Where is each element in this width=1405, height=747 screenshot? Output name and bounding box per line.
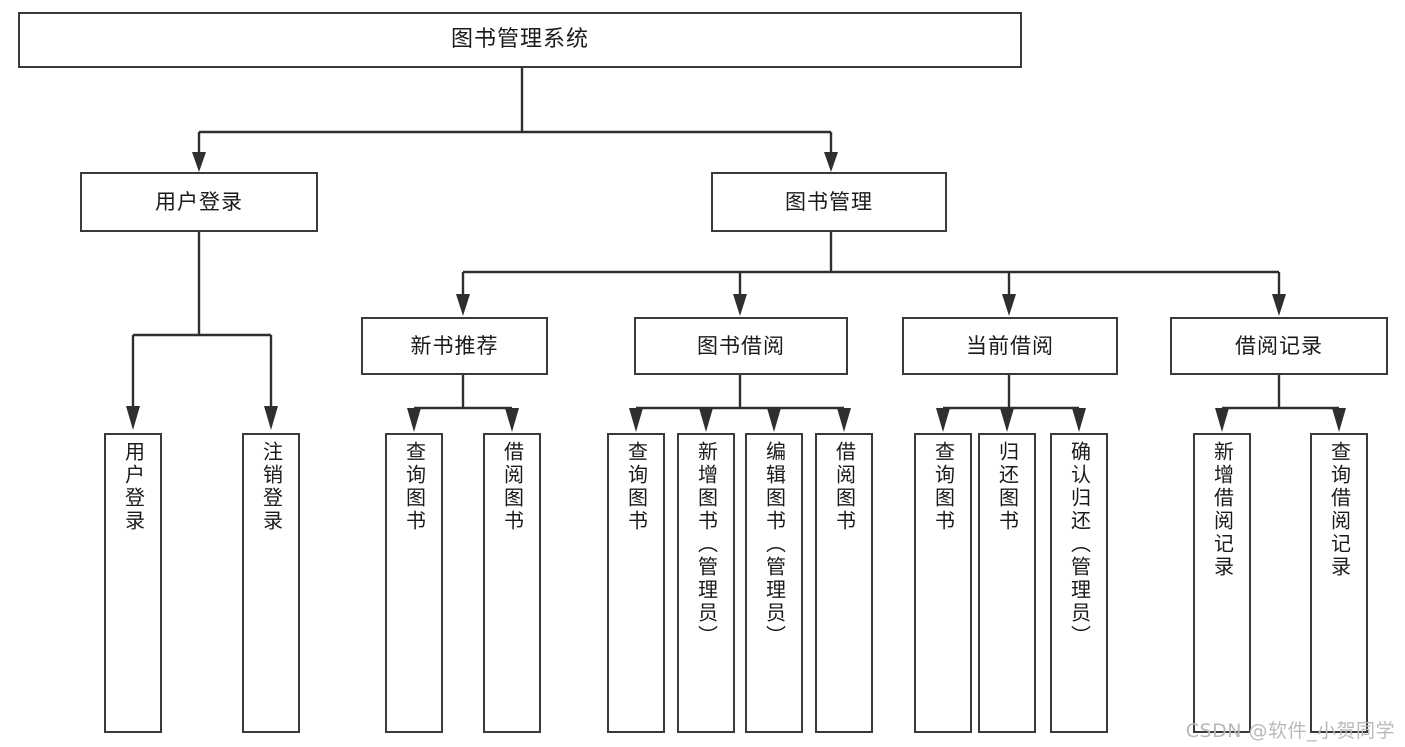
- node-current-borrow-label: 当前借阅: [966, 333, 1054, 358]
- leaf-borrow-record-1[interactable]: 查询借阅记录: [1310, 433, 1368, 733]
- leaf-new-book-rec-1-label: 借阅图书: [500, 441, 525, 533]
- node-root[interactable]: 图书管理系统: [18, 12, 1022, 68]
- leaf-book-borrow-1[interactable]: 新增图书（管理员）: [677, 433, 735, 733]
- leaf-user-login-1-label: 注销登录: [259, 441, 284, 533]
- node-book-borrow[interactable]: 图书借阅: [634, 317, 848, 375]
- node-root-label: 图书管理系统: [450, 27, 589, 53]
- arrow-leaf-user-login-0: [126, 406, 140, 430]
- node-book-borrow-label: 图书借阅: [697, 333, 785, 358]
- arrow-book-manage: [824, 152, 838, 172]
- node-book-manage[interactable]: 图书管理: [711, 172, 947, 232]
- leaf-book-borrow-0[interactable]: 查询图书: [607, 433, 665, 733]
- arrow-leaf-new-book-rec-1: [505, 408, 519, 432]
- node-borrow-record[interactable]: 借阅记录: [1170, 317, 1388, 375]
- leaf-user-login-1[interactable]: 注销登录: [242, 433, 300, 733]
- arrow-leaf-user-login-1: [264, 406, 278, 430]
- node-new-book-rec-label: 新书推荐: [410, 333, 499, 358]
- node-current-borrow[interactable]: 当前借阅: [902, 317, 1118, 375]
- arrow-book-borrow: [733, 294, 747, 316]
- arrow-leaf-borrow-record-0: [1215, 408, 1229, 432]
- leaf-current-borrow-2[interactable]: 确认归还（管理员）: [1050, 433, 1108, 733]
- arrow-new-book-rec: [456, 294, 470, 316]
- leaf-borrow-record-0[interactable]: 新增借阅记录: [1193, 433, 1251, 733]
- node-user-login-label: 用户登录: [155, 189, 243, 214]
- leaf-book-borrow-2-label: 编辑图书（管理员）: [762, 441, 787, 648]
- arrow-user-login: [192, 152, 206, 172]
- node-book-manage-label: 图书管理: [785, 189, 873, 214]
- leaf-book-borrow-3[interactable]: 借阅图书: [815, 433, 873, 733]
- leaf-book-borrow-2[interactable]: 编辑图书（管理员）: [745, 433, 803, 733]
- leaf-new-book-rec-1[interactable]: 借阅图书: [483, 433, 541, 733]
- node-borrow-record-label: 借阅记录: [1235, 333, 1323, 358]
- leaf-user-login-0[interactable]: 用户登录: [104, 433, 162, 733]
- leaf-borrow-record-0-label: 新增借阅记录: [1210, 441, 1235, 579]
- arrow-leaf-current-borrow-0: [936, 408, 950, 432]
- arrow-leaf-book-borrow-1: [699, 408, 713, 432]
- leaf-current-borrow-0[interactable]: 查询图书: [914, 433, 972, 733]
- watermark-text: CSDN @软件_小贺同学: [1185, 720, 1395, 742]
- node-user-login[interactable]: 用户登录: [80, 172, 318, 232]
- leaf-current-borrow-1[interactable]: 归还图书: [978, 433, 1036, 733]
- arrow-borrow-record: [1272, 294, 1286, 316]
- leaf-new-book-rec-0[interactable]: 查询图书: [385, 433, 443, 733]
- node-new-book-rec[interactable]: 新书推荐: [361, 317, 548, 375]
- leaf-book-borrow-0-label: 查询图书: [624, 441, 649, 533]
- leaf-new-book-rec-0-label: 查询图书: [402, 441, 427, 533]
- arrow-leaf-book-borrow-0: [629, 408, 643, 432]
- arrow-leaf-current-borrow-2: [1072, 408, 1086, 432]
- leaf-current-borrow-2-label: 确认归还（管理员）: [1067, 441, 1092, 648]
- arrow-leaf-new-book-rec-0: [407, 408, 421, 432]
- arrow-current-borrow: [1002, 294, 1016, 316]
- leaf-current-borrow-0-label: 查询图书: [931, 441, 956, 533]
- leaf-borrow-record-1-label: 查询借阅记录: [1327, 441, 1352, 579]
- arrow-leaf-borrow-record-1: [1332, 408, 1346, 432]
- leaf-book-borrow-1-label: 新增图书（管理员）: [694, 441, 719, 648]
- arrow-leaf-book-borrow-2: [767, 408, 781, 432]
- arrow-leaf-book-borrow-3: [837, 408, 851, 432]
- arrow-leaf-current-borrow-1: [1000, 408, 1014, 432]
- leaf-current-borrow-1-label: 归还图书: [995, 441, 1020, 533]
- leaf-user-login-0-label: 用户登录: [121, 441, 146, 533]
- leaf-book-borrow-3-label: 借阅图书: [832, 441, 857, 533]
